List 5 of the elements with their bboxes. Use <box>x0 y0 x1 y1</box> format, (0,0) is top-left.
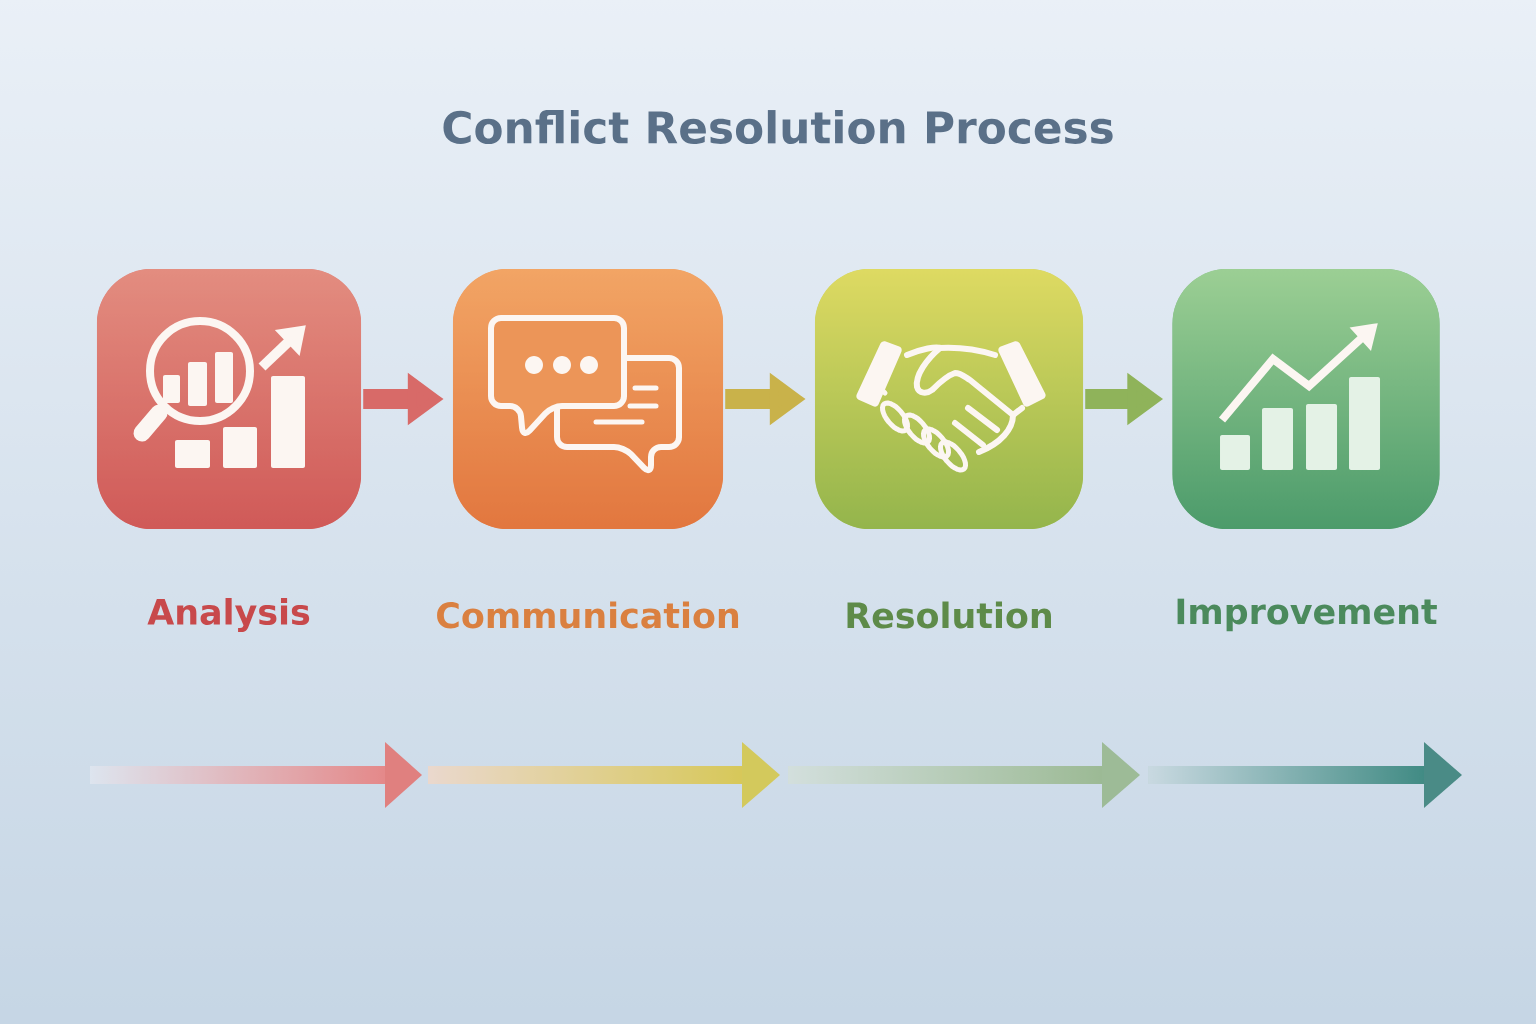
step-label: Communication <box>437 601 739 629</box>
step-label: Improvement <box>1177 598 1437 632</box>
step-label: Resolution <box>847 601 1051 629</box>
title: Conflict Resolution Process <box>443 110 1113 144</box>
step-label: Analysis <box>147 598 310 632</box>
